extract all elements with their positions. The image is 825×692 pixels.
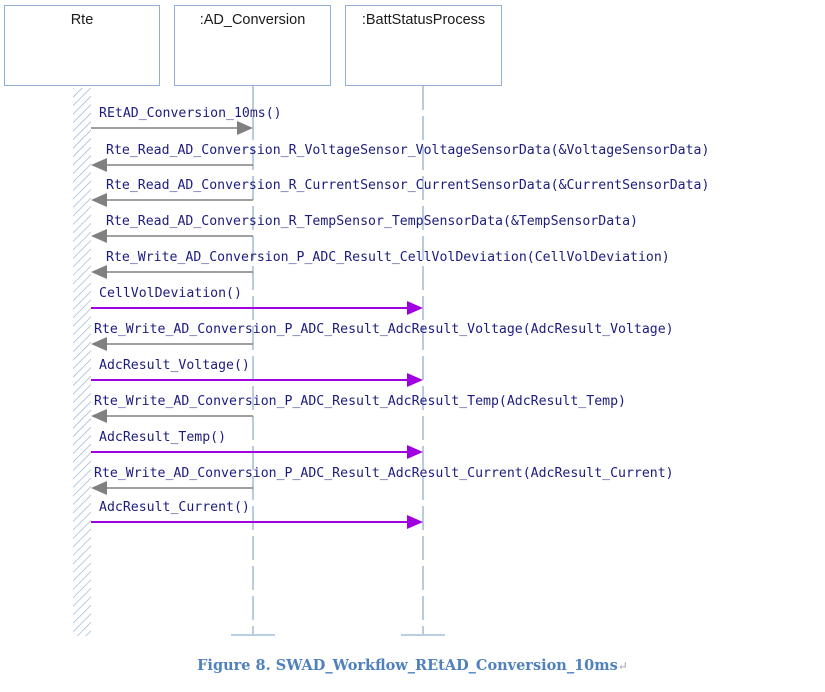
- lifeline-batt-status-process-label: :BattStatusProcess: [361, 12, 486, 28]
- lifeline-batt-status-process-box[interactable]: :BattStatusProcess: [345, 5, 502, 86]
- message-arrow-6[interactable]: [91, 301, 423, 315]
- message-label-7[interactable]: Rte_Write_AD_Conversion_P_ADC_Result_Adc…: [94, 322, 674, 337]
- lifeline-ad-conversion-box[interactable]: :AD_Conversion: [174, 5, 331, 86]
- message-label-12[interactable]: AdcResult_Current(): [99, 500, 250, 515]
- message-arrow-11[interactable]: [91, 481, 253, 495]
- arrowhead-icon: [91, 337, 107, 351]
- arrowhead-icon: [91, 158, 107, 172]
- message-arrow-3[interactable]: [91, 193, 253, 207]
- arrowhead-icon: [91, 265, 107, 279]
- message-label-8[interactable]: AdcResult_Voltage(): [99, 358, 250, 373]
- message-arrow-12[interactable]: [91, 515, 423, 529]
- message-arrow-5[interactable]: [91, 265, 253, 279]
- message-label-11[interactable]: Rte_Write_AD_Conversion_P_ADC_Result_Adc…: [94, 466, 674, 481]
- lifeline-rte-box[interactable]: Rte: [4, 5, 160, 86]
- arrowhead-icon: [407, 301, 423, 315]
- message-arrow-8[interactable]: [91, 373, 423, 387]
- figure-caption-text: Figure 8. SWAD_Workflow_REtAD_Conversion…: [197, 657, 618, 674]
- message-arrow-7[interactable]: [91, 337, 253, 351]
- lifeline-ad-conversion-label: :AD_Conversion: [199, 12, 306, 28]
- arrowhead-icon: [91, 409, 107, 423]
- arrowhead-icon: [237, 121, 253, 135]
- arrowhead-icon: [407, 515, 423, 529]
- message-label-10[interactable]: AdcResult_Temp(): [99, 430, 227, 445]
- arrowhead-icon: [91, 229, 107, 243]
- message-label-6[interactable]: CellVolDeviation(): [99, 286, 242, 301]
- message-arrow-10[interactable]: [91, 445, 423, 459]
- message-arrow-2[interactable]: [91, 158, 253, 172]
- arrowhead-icon: [407, 373, 423, 387]
- figure-caption: Figure 8. SWAD_Workflow_REtAD_Conversion…: [0, 657, 825, 674]
- message-label-1[interactable]: REtAD_Conversion_10ms(): [99, 106, 282, 121]
- message-arrow-1[interactable]: [91, 121, 253, 135]
- message-label-3[interactable]: Rte_Read_AD_Conversion_R_CurrentSensor_C…: [106, 178, 710, 193]
- rte-activation-bar: [73, 88, 91, 636]
- paragraph-mark-icon: ↵: [617, 659, 628, 673]
- lifeline-rte-label: Rte: [70, 12, 94, 28]
- arrowhead-icon: [91, 193, 107, 207]
- arrowhead-icon: [407, 445, 423, 459]
- message-label-2[interactable]: Rte_Read_AD_Conversion_R_VoltageSensor_V…: [106, 143, 710, 158]
- message-label-5[interactable]: Rte_Write_AD_Conversion_P_ADC_Result_Cel…: [106, 250, 670, 265]
- message-label-9[interactable]: Rte_Write_AD_Conversion_P_ADC_Result_Adc…: [94, 394, 626, 409]
- arrowhead-icon: [91, 481, 107, 495]
- message-arrow-9[interactable]: [91, 409, 253, 423]
- message-label-4[interactable]: Rte_Read_AD_Conversion_R_TempSensor_Temp…: [106, 214, 638, 229]
- message-arrow-4[interactable]: [91, 229, 253, 243]
